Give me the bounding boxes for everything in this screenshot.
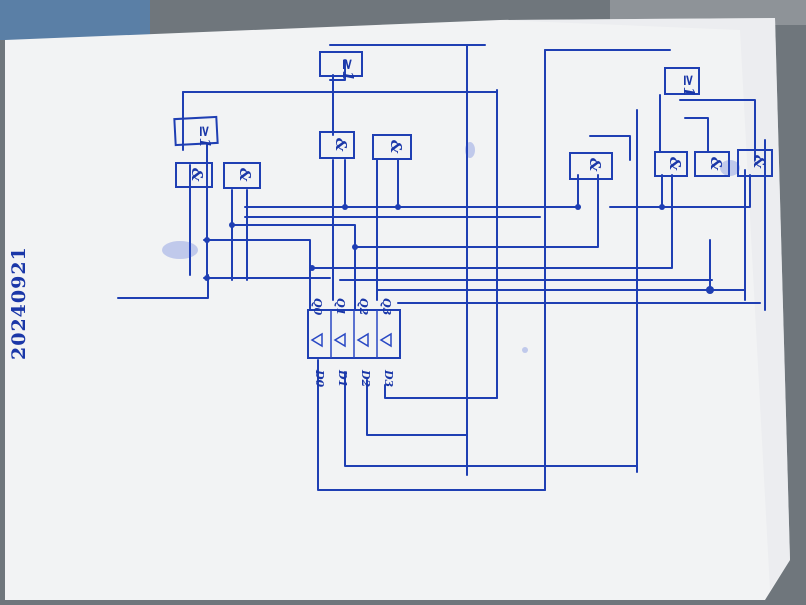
svg-text:&: & [586,158,604,172]
register-input-1: D1 [336,369,349,387]
svg-text:≥1: ≥1 [339,58,357,81]
and-gate-5: & [569,152,613,180]
svg-text:&: & [707,157,725,171]
register-output-2: Q2 [357,298,370,316]
and-gate-3: & [319,131,355,159]
svg-text:&: & [666,157,684,171]
svg-text:≥1: ≥1 [196,125,214,148]
svg-text:&: & [236,168,254,182]
junctions [204,204,714,294]
or-gate-top-left: ≥1 [173,115,219,148]
ink-smudges [162,142,740,353]
register-output-1: Q1 [334,298,347,315]
wiring [117,44,766,491]
register-input-2: D2 [359,369,372,388]
or-gate-top-center: ≥1 [319,51,363,81]
svg-text:&: & [750,155,768,169]
shift-register: Q0 Q1 Q2 Q3 D0 D1 D2 D3 [307,298,401,388]
svg-text:&: & [332,138,350,152]
register-output-0: Q0 [311,298,324,316]
or-gate-top-right: ≥1 [664,67,700,97]
register-input-0: D0 [313,369,326,388]
and-gate-4: & [372,134,412,160]
and-gate-7: & [694,151,730,177]
svg-text:&: & [387,140,405,154]
and-gate-8: & [737,149,773,177]
paper-fold-shadow [500,18,790,590]
and-gate-1: & [175,162,213,188]
svg-text:≥1: ≥1 [680,74,698,97]
svg-text:&: & [188,168,206,182]
register-output-3: Q3 [380,298,393,316]
blue-object [0,0,150,40]
handwritten-date: 20240921 [8,246,30,360]
and-gate-6: & [654,151,688,177]
register-input-3: D3 [382,369,395,388]
and-gate-2: & [223,162,261,189]
